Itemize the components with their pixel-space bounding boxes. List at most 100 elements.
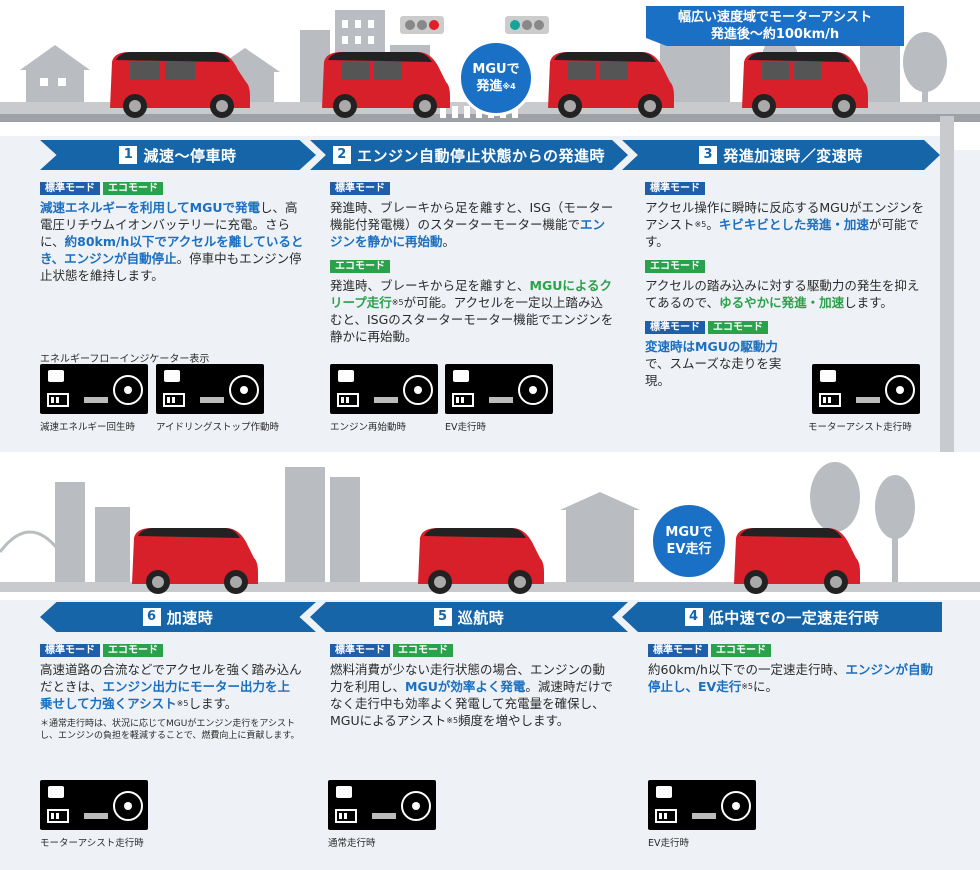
step-3-std-4: が可能です。 xyxy=(645,217,919,249)
bubble-start-line1: MGUで xyxy=(472,62,520,77)
cap-assist-3: モーターアシスト走行時 xyxy=(808,422,912,433)
step-3-std-1: アクセル操作に瞬時に反応するMGUがエンジンをアシスト xyxy=(645,200,924,232)
indicator-label: エネルギーフローインジケーター表示 xyxy=(40,354,210,365)
step-2-eco-text: 発進時、ブレーキから足を離すと、MGUによるクリープ走行※5が可能。アクセルを一… xyxy=(330,277,615,345)
speed-range-callout: 幅広い速度域でモーターアシスト 発進後～約100km/h xyxy=(646,6,904,46)
standard-mode-badge: 標準モード xyxy=(330,644,390,657)
step-3-eco-badges: エコモード xyxy=(645,260,930,273)
step-4-highlight: エンジンが自動停止し、EV走行 xyxy=(648,662,933,694)
step-1-text: 減速エネルギーを利用してMGUで発電し、高電圧リチウムイオンバッテリーに充電。さ… xyxy=(40,199,305,284)
energy-flow-icon xyxy=(452,370,548,407)
step-3-std-sup: ※5 xyxy=(694,220,707,229)
standard-mode-badge: 標準モード xyxy=(645,182,705,195)
bubble-start-sup: ※4 xyxy=(502,82,516,91)
step-5-badges: 標準モードエコモード xyxy=(330,644,615,657)
meter-ev-2 xyxy=(445,364,553,414)
step-3-std-text: アクセル操作に瞬時に反応するMGUがエンジンをアシスト※5。キビキビとした発進・… xyxy=(645,199,930,250)
meter-assist-3 xyxy=(812,364,920,414)
eco-mode-badge: エコモード xyxy=(330,260,390,273)
step-5-4: 頻度を増やします。 xyxy=(458,713,570,728)
step-3-title: 発進加速時／変速時 xyxy=(723,146,863,165)
step-2-eco-1: 発進時、ブレーキから足を離すと、 xyxy=(330,278,530,293)
step-5-title: 巡航時 xyxy=(457,608,505,627)
step-6-note: ＊通常走行時は、状況に応じてMGUがエンジン走行をアシストし、エンジンの負担を軽… xyxy=(40,719,300,741)
mgu-start-bubble: MGUで 発進※4 xyxy=(458,40,534,116)
car-5 xyxy=(132,528,258,594)
top-scene: 幅広い速度域でモーターアシスト 発進後～約100km/h MGUで 発進※4 xyxy=(0,0,980,150)
step-3-both-text: 変速時はMGUの駆動力で、スムーズな走りを実現。 xyxy=(645,338,800,389)
step-3-both-badges: 標準モードエコモード xyxy=(645,321,930,334)
step-3-std-badges: 標準モード xyxy=(645,182,930,195)
eco-mode-badge: エコモード xyxy=(645,260,705,273)
step-1-highlight-1: 減速エネルギーを利用してMGUで発電 xyxy=(40,200,260,215)
step-3-body: 標準モード アクセル操作に瞬時に反応するMGUがエンジンをアシスト※5。キビキビ… xyxy=(645,182,930,389)
standard-mode-badge: 標準モード xyxy=(330,182,390,195)
step-1-banner: 1 減速～停車時 xyxy=(40,140,316,170)
step-2-std-badges: 標準モード xyxy=(330,182,615,195)
step-5-1: 燃料消費が少ない走行状態の場合、エンジンの動力を利用し、 xyxy=(330,662,606,694)
step-1-highlight-2: 約80km/h以下でアクセルを離しているとき、エンジンが自動停止 xyxy=(40,234,304,266)
standard-mode-badge: 標準モード xyxy=(645,321,705,334)
step-3-std-2: 。 xyxy=(706,217,719,232)
step-5-banner: 5 巡航時 xyxy=(310,602,628,632)
step-2-std-highlight: エンジンを静かに再始動 xyxy=(330,217,606,249)
cap-assist-6: モーターアシスト走行時 xyxy=(40,838,144,849)
step-4-banner: 4 低中速での一定速走行時 xyxy=(622,602,942,632)
step-2-std-text: 発進時、ブレーキから足を離すと、ISG（モーター機能付発電機）のスターターモータ… xyxy=(330,199,615,250)
step-5-3: 。減速時だけでなく走行中も効率よく発電して充電量を確保し、MGUによるアシスト xyxy=(330,679,613,728)
step-3-both-2: で、スムーズな走りを実現。 xyxy=(645,356,782,388)
energy-flow-icon xyxy=(337,370,433,407)
step-2-title: エンジン自動停止状態からの発進時 xyxy=(356,146,605,165)
car-7 xyxy=(734,528,860,594)
step-4-sup: ※5 xyxy=(741,682,754,691)
eco-mode-badge: エコモード xyxy=(711,644,771,657)
eco-mode-badge: エコモード xyxy=(103,644,163,657)
step-3-number: 3 xyxy=(699,146,718,164)
step-5-text: 燃料消費が少ない走行状態の場合、エンジンの動力を利用し、MGUが効率よく発電。減… xyxy=(330,661,615,729)
eco-mode-badge: エコモード xyxy=(708,321,768,334)
step-3-eco-3: します。 xyxy=(844,295,893,310)
bottom-panel xyxy=(0,600,980,870)
meter-ev-4 xyxy=(648,780,756,830)
city-skyline-mid xyxy=(0,462,980,594)
step-5-number: 5 xyxy=(433,608,452,626)
meter-restart xyxy=(330,364,438,414)
step-6-number: 6 xyxy=(142,608,161,626)
meter-regen xyxy=(40,364,148,414)
eco-mode-badge: エコモード xyxy=(393,644,453,657)
standard-mode-badge: 標準モード xyxy=(648,644,708,657)
step-1-badges: 標準モード エコモード xyxy=(40,182,305,195)
step-6-sup: ※5 xyxy=(176,699,189,708)
mgu-ev-bubble: MGUで EV走行 xyxy=(650,502,728,580)
energy-flow-icon xyxy=(47,786,143,823)
car-3 xyxy=(548,52,674,118)
step-6-badges: 標準モードエコモード xyxy=(40,644,302,657)
step-2-eco-badges: エコモード xyxy=(330,260,615,273)
step-3-eco-text: アクセルの踏み込みに対する駆動力の発生を抑えてあるので、ゆるやかに発進・加速しま… xyxy=(645,277,930,311)
step-1-body: 標準モード エコモード 減速エネルギーを利用してMGUで発電し、高電圧リチウムイ… xyxy=(40,182,305,284)
step-4-number: 4 xyxy=(684,608,703,626)
step-6-title: 加速時 xyxy=(166,608,214,627)
step-2-eco-3: が可能。アクセルを一定以上踏み込むと、ISGのスターターモーター機能でエンジンを… xyxy=(330,295,614,344)
car-2 xyxy=(322,52,450,118)
cap-ev-4: EV走行時 xyxy=(648,838,690,849)
callout-line2: 発進後～約100km/h xyxy=(710,27,840,42)
step-6-banner: 6 加速時 xyxy=(40,602,316,632)
step-5-body: 標準モードエコモード 燃料消費が少ない走行状態の場合、エンジンの動力を利用し、M… xyxy=(330,644,615,729)
step-1-text-4: 。停車中もエンジン停止状態を維持します。 xyxy=(40,251,302,283)
bubble-ev-line1: MGUで xyxy=(665,525,713,540)
energy-flow-icon xyxy=(163,370,259,407)
step-2-std-3: 。 xyxy=(442,234,456,249)
bubble-start-line2-wrap: 発進※4 xyxy=(476,78,515,95)
step-4-3: に。 xyxy=(753,679,779,694)
step-3-both-highlight: 変速時はMGUの駆動力 xyxy=(645,339,778,354)
bubble-ev-line2: EV走行 xyxy=(666,542,712,557)
standard-mode-badge: 標準モード xyxy=(40,182,100,195)
step-2-banner: 2 エンジン自動停止状態からの発進時 xyxy=(310,140,628,170)
step-3-eco-highlight: ゆるやかに発進・加速 xyxy=(719,295,845,310)
step-1-number: 1 xyxy=(119,146,138,164)
step-4-badges: 標準モードエコモード xyxy=(648,644,933,657)
car-1 xyxy=(110,52,250,118)
step-6-3: します。 xyxy=(188,696,238,711)
